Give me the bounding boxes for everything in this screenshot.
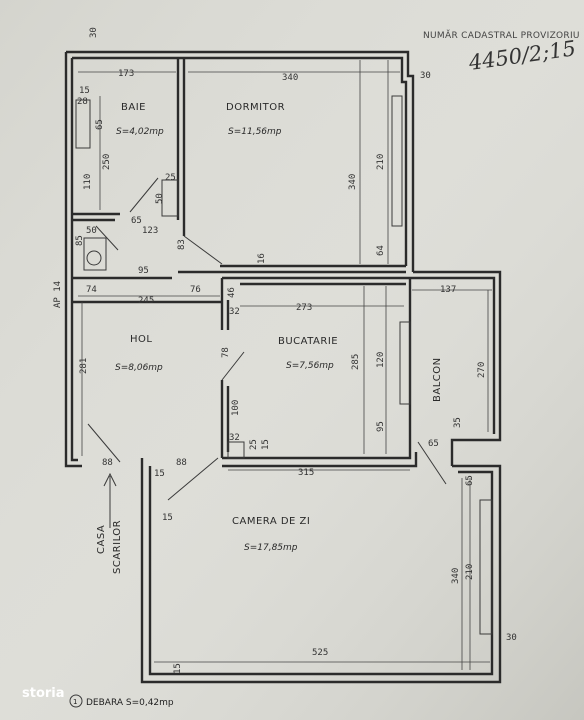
svg-text:65: 65 [428,439,439,449]
svg-text:88: 88 [102,458,113,468]
debara-number: 1 [73,698,77,706]
shaft-box [161,179,179,217]
svg-text:32: 32 [229,433,240,443]
storia-watermark: storia [22,686,65,701]
svg-text:173: 173 [118,69,134,79]
svg-text:210: 210 [376,154,386,170]
fixtures [75,95,493,635]
svg-text:15: 15 [261,439,271,450]
svg-text:340: 340 [282,73,298,83]
room-balcon-name: BALCON [432,357,443,402]
room-dormitor-name: DORMITOR [226,102,285,113]
svg-text:525: 525 [312,648,328,658]
svg-text:123: 123 [142,226,158,236]
bathtub-edge [75,99,91,149]
svg-text:46: 46 [227,287,237,298]
svg-text:30: 30 [420,71,431,81]
window-living [479,499,493,635]
svg-text:74: 74 [86,285,97,295]
svg-text:28: 28 [77,97,88,107]
cadastral-label: NUMĂR CADASTRAL PROVIZORIU [423,29,580,41]
svg-text:95: 95 [376,421,386,432]
debara-marker [86,250,102,266]
room-bucatarie-name: BUCATARIE [278,336,338,347]
room-baie-name: BAIE [121,102,146,113]
svg-text:85: 85 [75,235,85,246]
svg-text:137: 137 [440,285,456,295]
door-swings [87,177,447,501]
svg-text:95: 95 [138,266,149,276]
svg-text:281: 281 [79,358,89,374]
svg-text:16: 16 [257,253,267,264]
svg-text:100: 100 [231,400,241,416]
svg-text:15: 15 [162,513,173,523]
stair-arrow-icon [103,472,117,528]
debara-circle-icon [69,694,83,708]
svg-text:315: 315 [298,468,314,478]
svg-text:245: 245 [138,296,154,306]
svg-text:30: 30 [506,633,517,643]
svg-text:210: 210 [465,564,475,580]
svg-text:285: 285 [351,354,361,370]
room-camera-de-zi-area: S=17,85mp [244,543,298,553]
svg-text:340: 340 [348,174,358,190]
svg-text:88: 88 [176,458,187,468]
svg-text:76: 76 [190,285,201,295]
dimension-lines [78,60,492,670]
kitchen-nook [227,441,245,459]
svg-text:120: 120 [376,352,386,368]
svg-text:64: 64 [376,245,386,256]
svg-text:110: 110 [83,174,93,190]
debara-box [83,237,107,271]
window-dormitor [391,95,403,227]
svg-text:15: 15 [154,469,165,479]
svg-text:35: 35 [453,417,463,428]
window-bucatarie [399,321,411,405]
svg-text:250: 250 [102,154,112,170]
svg-text:25: 25 [165,173,176,183]
debara-label: DEBARA S=0,42mp [86,698,174,708]
svg-text:65: 65 [131,216,142,226]
svg-text:50: 50 [155,193,165,204]
dimension-labels: 30 173 340 30 15 28 65 250 110 25 50 65 … [75,27,517,674]
casa-scarilor-line1: CASA [96,525,107,554]
svg-text:50: 50 [86,226,97,236]
room-hol-name: HOL [130,334,152,345]
svg-text:65: 65 [95,119,105,130]
room-dormitor-area: S=11,56mp [228,127,282,137]
room-camera-de-zi-name: CAMERA DE ZI [232,516,310,527]
svg-text:15: 15 [79,86,90,96]
outer-walls [64,50,502,684]
svg-text:25: 25 [249,439,259,450]
room-bucatarie-area: S=7,56mp [286,361,334,371]
svg-text:270: 270 [477,362,487,378]
room-baie-area: S=4,02mp [116,127,164,137]
svg-text:340: 340 [451,568,461,584]
svg-text:15: 15 [173,663,183,674]
apartment-number: AP 14 [53,281,63,308]
svg-text:273: 273 [296,303,312,313]
casa-scarilor-line2: SCARILOR [112,520,123,574]
svg-text:65: 65 [465,475,475,486]
svg-text:83: 83 [177,239,187,250]
svg-text:30: 30 [89,27,99,38]
room-hol-area: S=8,06mp [115,363,163,373]
svg-text:78: 78 [221,347,231,358]
svg-text:32: 32 [229,307,240,317]
